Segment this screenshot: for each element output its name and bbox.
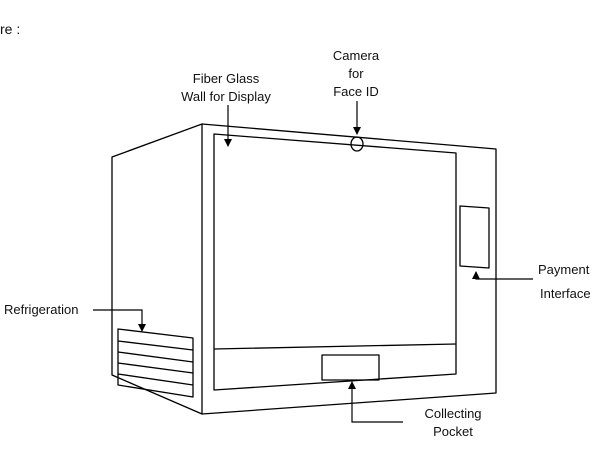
cabinet-side-panel <box>111 123 203 415</box>
camera-icon <box>350 136 364 152</box>
display-glass <box>213 133 457 391</box>
collecting-label-line-1: Collecting <box>424 406 482 421</box>
heading-fragment: re : <box>0 21 21 37</box>
payment-label-line-1: Payment <box>538 262 590 277</box>
collecting-arrow <box>348 381 403 423</box>
fiber-glass-label: Fiber Glass Wall for Display <box>166 70 286 106</box>
payment-label-line-2: Interface <box>540 286 591 301</box>
tray-separator <box>213 343 457 350</box>
camera-label: Camera for Face ID <box>318 47 394 101</box>
fiber-glass-label-line-1: Fiber Glass <box>192 71 260 86</box>
cabinet-front-panel <box>201 123 497 415</box>
payment-arrow <box>472 271 533 280</box>
collecting-label-line-2: Pocket <box>433 424 473 439</box>
camera-label-line-3: Face ID <box>333 84 379 99</box>
refrigeration-arrow <box>93 309 146 332</box>
refrigeration-grille <box>117 328 194 398</box>
camera-label-line-2: for <box>348 66 364 81</box>
fiber-glass-label-line-2: Wall for Display <box>181 89 271 104</box>
camera-label-line-1: Camera <box>332 48 380 63</box>
payment-interface <box>459 205 490 269</box>
collecting-pocket <box>321 354 380 381</box>
collecting-pocket-label: Collecting Pocket <box>408 405 498 441</box>
refrigeration-label: Refrigeration <box>4 302 79 317</box>
